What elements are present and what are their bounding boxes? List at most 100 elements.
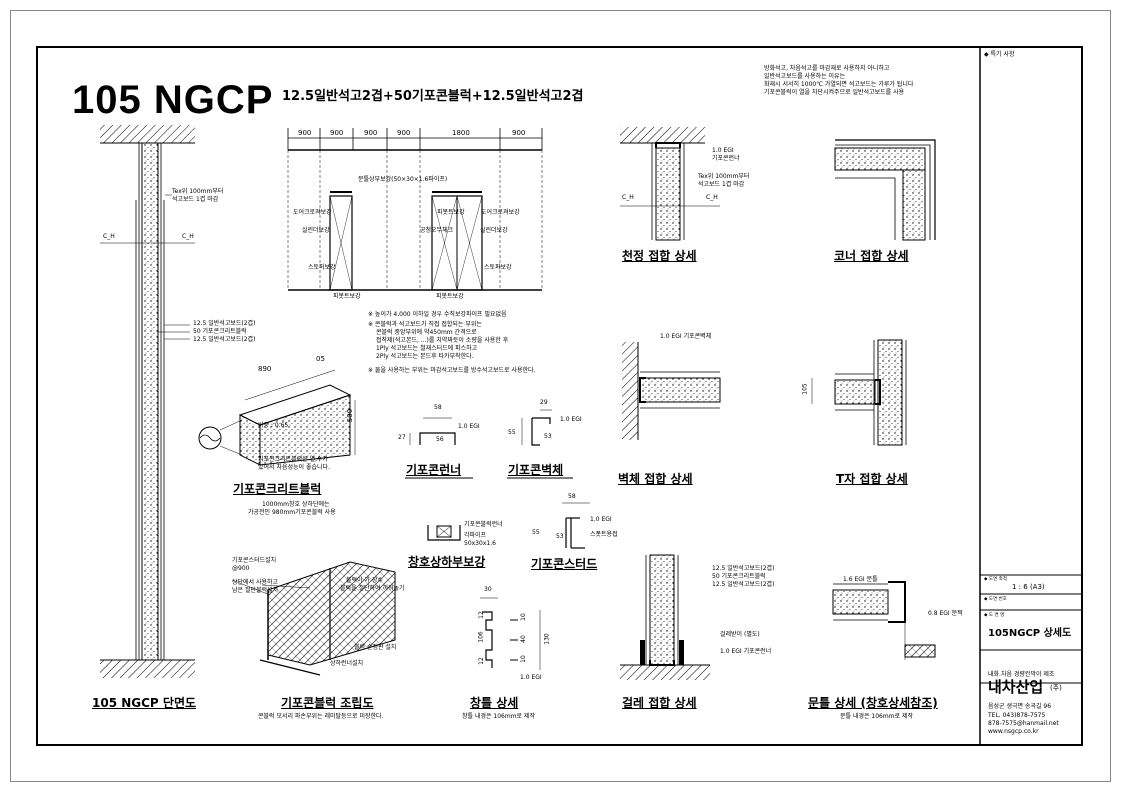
section-layer-2: 50 기포콘크리트블럭	[193, 328, 247, 335]
caption-stud: 기포콘스터드	[531, 557, 598, 571]
doorframe-label-1: 1.6 EGI 문틀	[843, 576, 878, 583]
tb-web: www.nsgcp.co.kr	[988, 728, 1039, 735]
baseboard-label-1: 12.5 일반석고보드(2겹)	[712, 565, 775, 572]
note-7: ※ 물을 사용하는 부위는 마감석고보드를 방수석고보드로 사용한다.	[368, 367, 536, 374]
frame-dim-1: 30	[484, 586, 492, 593]
frame-egi: 1.0 EGI	[520, 674, 542, 681]
stud-dim-3: 53	[556, 533, 564, 540]
note-5: 1Ply 석고보드는 철재스터드에 피스하고	[376, 345, 478, 352]
runner-dim-3: 56	[436, 436, 444, 443]
floor-hatch	[100, 660, 195, 678]
block-sub-2: 가공전인 980mm기포콘블럭 사용	[248, 509, 336, 516]
wallbody-dim-1: 29	[540, 399, 548, 406]
tb-co-sub: 내화.차음 경량칸막이 제조	[988, 671, 1055, 678]
wallbody-dim-3: 53	[544, 433, 552, 440]
stud-weld: 스폿트용접	[590, 531, 618, 538]
section-layer-1: 12.5 일반석고보드(2겹)	[193, 320, 256, 327]
stud-egi: 1.0 EGI	[590, 516, 612, 523]
frame-dim-130: 130	[543, 633, 551, 645]
ceiling-label-4: 석고보드 1겹 마감	[698, 181, 745, 188]
assembly-label-5: 블럭이 가 장수	[346, 577, 383, 584]
runner-egi: 1.0 EGI	[458, 423, 480, 430]
tb-name: 105NGCP 상세도	[988, 628, 1072, 639]
section-tex2: 석고보드 1겹 마감	[172, 196, 219, 203]
stud-dim-1: 58	[568, 493, 576, 500]
baseboard-label-4: 걸레받이 (별도)	[720, 631, 760, 638]
assembly-label-3: 상단에서 사용하고	[232, 579, 279, 586]
drawing-subtitle: 12.5일반석고2겹+50기포콘블럭+12.5일반석고2겹	[282, 89, 584, 104]
tb-special: ◆ 특기 사항	[984, 51, 1015, 58]
ceiling-label-3: Tex위 100mm부터	[698, 173, 750, 180]
top-note-2: 일반석고보드를 사용하는 이유는	[764, 73, 846, 80]
wall-label-1: 1.0 EGI 기포콘벽체	[660, 333, 712, 340]
assembly-label-2: @900	[232, 565, 250, 572]
baseboard-label-3: 12.5 일반석고보드(2겹)	[712, 581, 775, 588]
frame-dim-12b: 12	[477, 657, 485, 665]
caption-ceiling: 천정 접합 상세	[622, 249, 697, 263]
drawing-title: 105 NGCP	[72, 78, 274, 122]
tb-tel: TEL. 043)878-7575	[988, 712, 1046, 719]
elev-left-silin: 실린더보강	[302, 227, 330, 234]
doorframe-label-2: 0.8 EGI 문짝	[928, 610, 963, 617]
elev-top-reinforce: 문틀상부보강(50×30×1.6파이프)	[358, 176, 448, 183]
tb-addr: 음성군 생극면 송곡길 96	[988, 703, 1052, 710]
caption-tjoint: T자 접합 상세	[836, 472, 908, 486]
baseboard-label-2: 50 기포콘크리트블럭	[712, 573, 766, 580]
tb-scale-label: ◆ 도면 축척	[984, 577, 1007, 582]
block-dim-len: 890	[258, 365, 272, 373]
frame-dim-10a: 10	[519, 613, 527, 621]
top-note-4: 기포콘블럭이 열을 차단시켜주므로 일반석고보드를 사용	[764, 89, 905, 96]
dim-top-6: 900	[512, 129, 526, 137]
window-label-2: 각파이프	[464, 532, 487, 539]
assembly-label-8: 상하런너설치	[330, 660, 364, 667]
note-3: 콘블럭 중앙부위에 약450mm 간격으로	[376, 329, 477, 336]
wallbody-egi: 1.0 EGI	[560, 416, 582, 423]
note-2: ※ 콘블럭과 석고보드가 직접 접합되는 부위는	[368, 321, 482, 328]
tb-no-label: ◆ 도면 번호	[984, 597, 1007, 602]
caption-block: 기포콘크리트블럭	[233, 482, 322, 496]
drawing-frame	[36, 46, 1083, 746]
stud-dim-2: 55	[532, 529, 540, 536]
tb-fax: 878-7575@hanmail.net	[988, 720, 1059, 727]
frame-sub: 창틀 내경은 106mm로 제작	[462, 713, 536, 720]
wall-section-core	[141, 142, 159, 661]
elev-left-pivot: 피봇트보강	[333, 293, 361, 300]
frame-dim-10b: 10	[519, 655, 527, 663]
elev-left-stop: 스토퍼보강	[308, 264, 336, 271]
window-label-1: 기포콘블럭런너	[464, 521, 503, 528]
tb-name-label: ◆ 도 면 명	[984, 613, 1005, 618]
baseboard-label-5: 1.0 EGI 기포콘런너	[720, 648, 772, 655]
caption-baseboard: 걸레 접합 상세	[622, 696, 697, 710]
ceiling-ch-2: C_H	[706, 194, 718, 201]
dim-top-5: 1800	[452, 129, 470, 137]
elev-left-door: 도어크로져보강	[293, 209, 332, 216]
dim-top-4: 900	[397, 129, 411, 137]
caption-corner: 코너 접합 상세	[834, 249, 909, 263]
runner-dim-1: 58	[434, 404, 442, 411]
elev-right-pivot: 피봇트보강	[436, 293, 464, 300]
dim-top-1: 900	[298, 129, 312, 137]
elev-right-pivot-top: 피봇트보강	[437, 209, 465, 216]
block-desc-2: 있어서 차음성능이 좋습니다.	[258, 464, 330, 471]
block-density: 비중 : 0.65	[258, 422, 289, 429]
section-ch-right: C_H	[182, 233, 194, 240]
frame-dim-106: 106	[477, 631, 485, 643]
wallbody-dim-2: 55	[508, 429, 516, 436]
caption-window: 창호상하부보강	[408, 555, 486, 569]
left-door	[329, 195, 353, 291]
top-note-1: 방화석고, 차음석고를 마감재로 사용하지 아니하고	[764, 65, 890, 72]
tjoint-dim: 105	[801, 383, 809, 395]
note-4: 접착제(석고본드, ...)를 치약짜듯이 소량을 사용한 후	[376, 337, 509, 344]
assembly-sub: 콘블럭 모서리 파손부위는 레미탈등으로 미장한다.	[258, 713, 384, 720]
assembly-label-6: 블럭을 절단하여 끼워놓기	[340, 585, 405, 592]
block-desc-1: 기포콘크리트블럭은 열,수가	[258, 456, 329, 463]
caption-runner: 기포콘런너	[406, 463, 462, 477]
caption-wallbody: 기포콘벽체	[508, 463, 564, 477]
note-1: ※ 높이가 4,000 이하일 경우 수직보강파이프 필요없음	[368, 311, 507, 318]
frame-dim-12a: 12	[477, 611, 485, 619]
elev-right-door: 도어크로져보강	[481, 209, 520, 216]
tb-co-suffix: (주)	[1050, 684, 1062, 692]
assembly-label-7: 블럭 순정판 설치	[354, 644, 397, 651]
dim-top-3: 900	[364, 129, 378, 137]
